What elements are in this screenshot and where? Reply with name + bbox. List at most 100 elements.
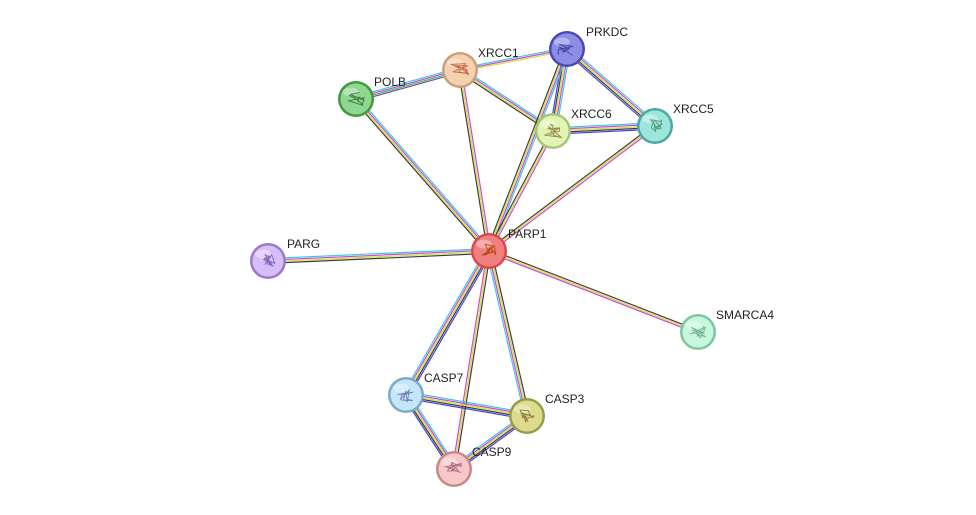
edge-evidence-cyan: [267, 248, 489, 260]
edge-casp3-parp1[interactable]: [486, 250, 530, 417]
node-casp9[interactable]: [436, 451, 472, 487]
edge-evidence-green: [356, 70, 461, 101]
edge-evidence-cyan: [406, 391, 528, 414]
edge-evidence-magenta: [451, 250, 489, 469]
edge-evidence-black: [487, 129, 553, 251]
node-parg[interactable]: [250, 243, 286, 279]
edge-evidence-magenta: [356, 98, 491, 251]
node-fill: [537, 115, 569, 147]
node-label-parg: PARG: [287, 237, 320, 251]
edge-xrcc6-parp1[interactable]: [487, 129, 555, 253]
edge-evidence-cyan: [355, 67, 460, 98]
node-highlight: [441, 457, 457, 467]
edge-xrcc1-parp1[interactable]: [457, 69, 492, 252]
node-label-xrcc6: XRCC6: [571, 107, 612, 121]
node-label-polb: POLB: [374, 75, 406, 89]
edge-evidence-lime: [488, 130, 554, 252]
edge-evidence-blue: [408, 252, 493, 397]
node-label-prkdc: PRKDC: [586, 25, 628, 39]
edge-evidence-lime: [489, 250, 529, 416]
edge-evidence-magenta: [404, 249, 489, 395]
edge-evidence-lime: [460, 49, 568, 73]
node-casp7[interactable]: [388, 377, 424, 413]
protein-structure-icon: [557, 43, 574, 56]
edge-evidence-magenta: [267, 249, 489, 261]
protein-structure-icon: [443, 462, 462, 473]
protein-structure-icon: [690, 326, 707, 339]
edge-xrcc5-parp1[interactable]: [487, 124, 657, 253]
protein-structure-icon: [263, 253, 276, 267]
edge-evidence-lime: [354, 99, 489, 252]
edge-prkdc-xrcc5[interactable]: [564, 46, 658, 129]
node-label-casp9: CASP9: [472, 445, 512, 459]
edge-evidence-lime: [459, 69, 490, 252]
protein-structure-icon: [519, 409, 535, 423]
edge-evidence-black: [405, 395, 527, 419]
edge-evidence-purple: [356, 71, 461, 102]
edge-evidence-magenta: [459, 48, 568, 71]
edge-evidence-lime: [268, 251, 490, 263]
edge-parg-parp1[interactable]: [267, 248, 490, 264]
node-label-casp3: CASP3: [545, 392, 585, 406]
protein-structure-icon: [346, 92, 365, 107]
node-casp3[interactable]: [509, 398, 545, 434]
edge-xrcc1-prkdc[interactable]: [459, 46, 568, 73]
edge-evidence-lime: [488, 125, 656, 252]
edge-evidence-cyan: [459, 46, 567, 70]
node-highlight: [554, 37, 570, 47]
node-highlight: [393, 383, 409, 393]
node-xrcc6[interactable]: [535, 113, 571, 149]
edge-evidence-black: [406, 251, 491, 397]
edge-evidence-lime: [487, 48, 567, 251]
edge-evidence-lime: [453, 250, 490, 470]
edge-evidence-magenta: [489, 49, 569, 252]
edge-evidence-black: [487, 124, 655, 251]
edge-polb-xrcc1[interactable]: [355, 67, 461, 102]
edge-evidence-cyan: [568, 46, 658, 125]
edge-evidence-black: [454, 251, 492, 470]
node-highlight: [343, 87, 359, 97]
node-highlight: [476, 239, 492, 249]
edge-evidence-magenta: [460, 68, 554, 131]
edge-evidence-black: [486, 47, 566, 251]
edge-evidence-cyan: [402, 249, 487, 394]
edge-evidence-magenta: [406, 392, 528, 416]
edge-casp7-casp3[interactable]: [405, 391, 528, 420]
edge-evidence-black: [268, 252, 490, 264]
edge-evidence-magenta: [567, 47, 657, 126]
edge-evidence-black: [490, 250, 530, 416]
edge-evidence-magenta: [487, 251, 527, 417]
edge-casp9-parp1[interactable]: [451, 250, 492, 470]
edge-evidence-blue: [564, 50, 654, 129]
edge-evidence-lime: [405, 394, 528, 417]
edge-smarca4-parp1[interactable]: [488, 248, 699, 335]
protein-structure-icon: [397, 388, 414, 403]
node-polb[interactable]: [338, 81, 374, 117]
node-xrcc1[interactable]: [442, 52, 478, 88]
edge-evidence-black: [565, 49, 655, 128]
node-highlight: [685, 320, 701, 330]
node-label-parp1: PARP1: [508, 227, 547, 241]
node-label-xrcc5: XRCC5: [673, 102, 714, 116]
edge-evidence-lime: [405, 250, 490, 396]
edge-evidence-magenta: [460, 69, 492, 251]
node-parp1[interactable]: [471, 233, 507, 269]
node-fill: [511, 400, 543, 432]
node-highlight: [540, 119, 556, 129]
protein-structure-icon: [544, 123, 563, 139]
node-fill: [639, 110, 671, 142]
edge-polb-parp1[interactable]: [353, 97, 492, 253]
edge-evidence-lime: [566, 48, 656, 127]
node-smarca4[interactable]: [680, 314, 716, 350]
node-xrcc5[interactable]: [637, 108, 673, 144]
edge-evidence-magenta: [489, 131, 555, 253]
edge-evidence-black: [489, 248, 699, 332]
node-label-smarca4: SMARCA4: [716, 308, 774, 322]
node-prkdc[interactable]: [549, 31, 585, 67]
edge-casp7-parp1[interactable]: [402, 249, 493, 397]
edge-evidence-magenta: [355, 68, 460, 99]
protein-structure-icon: [481, 243, 497, 257]
edge-evidence-magenta: [489, 126, 657, 253]
